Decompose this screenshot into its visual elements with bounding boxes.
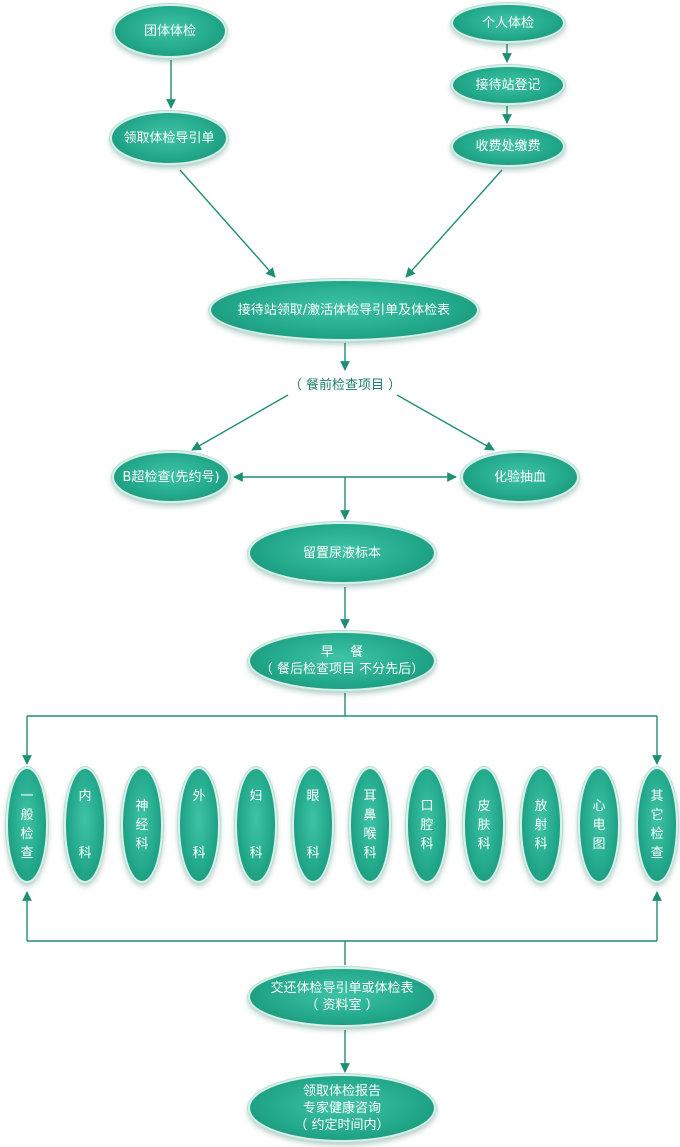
- dept-char: 科: [249, 846, 263, 861]
- dept-char: 科: [135, 836, 149, 852]
- dept-char: 皮: [477, 798, 491, 814]
- personal-checkup-node: 个人体检: [451, 3, 565, 43]
- breakfast-title: 早 餐: [320, 645, 364, 660]
- return-forms-node: 交还体检导引单或体检表 （ 资料室 ）: [248, 967, 436, 1027]
- department-general-exam: 一 般 检 查: [6, 767, 48, 883]
- department-dermatology: 皮 肤 科: [463, 767, 505, 883]
- arrow-premeal-to-ultrasound: [191, 394, 289, 451]
- dept-char: 般: [20, 808, 34, 823]
- department-neurology: 神 经 科: [121, 767, 163, 883]
- dept-char: 科: [363, 846, 377, 861]
- department-surgery: 外 科: [178, 767, 220, 883]
- dept-char: 查: [650, 846, 664, 861]
- arrow-guide-to-reception: [179, 169, 276, 278]
- line-breakfast-split: [27, 693, 346, 717]
- pre-meal-label: （ 餐前检查项目 ）: [288, 378, 402, 393]
- breakfast-subtitle: （ 餐后检查项目 不分先后）: [259, 662, 425, 677]
- dept-char: 经: [135, 817, 149, 833]
- dept-char: 神: [135, 798, 149, 814]
- urine-sample-node: 留置尿液标本: [248, 522, 436, 584]
- dept-char: 它: [650, 808, 664, 823]
- urine-sample-label: 留置尿液标本: [302, 545, 381, 561]
- department-ophthalmology: 眼 科: [292, 767, 334, 883]
- group-checkup-label: 团体体检: [143, 23, 196, 39]
- dept-char: 心: [592, 798, 606, 814]
- blood-test-node: 化验抽血: [461, 451, 579, 503]
- dept-char: 科: [420, 836, 434, 852]
- dept-char: 射: [534, 817, 548, 833]
- ultrasound-node: B超检查(先约号): [112, 451, 230, 503]
- dept-char: 放: [534, 798, 548, 814]
- personal-checkup-label: 个人体检: [481, 15, 534, 31]
- dept-char: 内: [78, 789, 92, 804]
- arrow-cashier-to-reception: [405, 169, 503, 278]
- reception-activate-label: 接待站领取/激活体检导引单及体检表: [237, 302, 451, 318]
- department-ecg: 心 电 图: [578, 767, 620, 883]
- dept-char: 科: [534, 836, 548, 852]
- dept-char: 查: [20, 846, 34, 861]
- dept-char: 科: [306, 846, 320, 861]
- return-forms-title: 交还体检导引单或体检表: [270, 981, 414, 996]
- blood-test-label: 化验抽血: [493, 469, 546, 485]
- dept-char: 喉: [363, 827, 377, 842]
- dept-char: 科: [192, 846, 206, 861]
- department-other-exams: 其 它 检 查: [636, 767, 678, 883]
- cashier-node: 收费处缴费: [451, 126, 565, 167]
- reception-register-node: 接待站登记: [451, 65, 565, 105]
- dept-char: 肤: [477, 817, 491, 833]
- dept-char: 腔: [420, 817, 434, 833]
- get-group-guide-label: 领取体检导引单: [123, 130, 215, 146]
- dept-char: 鼻: [363, 808, 377, 823]
- get-report-node: 领取体检报告 专家健康咨询 （ 约定时间内）: [248, 1074, 436, 1142]
- dept-char: 检: [20, 827, 34, 842]
- department-internal-medicine: 内 科: [64, 767, 106, 883]
- dept-char: 电: [592, 817, 606, 833]
- department-dental: 口 腔 科: [406, 767, 448, 883]
- department-radiology: 放 射 科: [520, 767, 562, 883]
- line-return-left: [27, 940, 346, 965]
- get-report-line2: 专家健康咨询: [302, 1100, 381, 1116]
- ultrasound-label: B超检查(先约号): [122, 469, 220, 485]
- dept-char: 耳: [363, 789, 377, 804]
- get-group-guide-node: 领取体检导引单: [110, 111, 228, 165]
- get-report-line1: 领取体检报告: [302, 1083, 381, 1099]
- dept-char: 妇: [249, 789, 263, 804]
- department-gynecology: 妇 科: [235, 767, 277, 883]
- return-forms-subtitle: （ 资料室 ）: [305, 998, 379, 1013]
- dept-char: 其: [650, 789, 664, 804]
- breakfast-node: 早 餐 （ 餐后检查项目 不分先后）: [248, 631, 436, 691]
- dept-char: 科: [477, 836, 491, 852]
- reception-activate-node: 接待站领取/激活体检导引单及体检表: [209, 279, 479, 341]
- dept-char: 图: [592, 836, 606, 852]
- dept-char: 检: [650, 827, 664, 842]
- dept-char: 眼: [306, 789, 320, 804]
- dept-char: 口: [420, 798, 434, 814]
- dept-char: 科: [78, 846, 92, 861]
- department-ent: 耳 鼻 喉 科: [349, 767, 391, 883]
- arrow-premeal-to-blood: [396, 394, 495, 451]
- get-report-line3: （ 约定时间内）: [294, 1117, 390, 1133]
- reception-register-label: 接待站登记: [475, 77, 541, 93]
- dept-char: 一: [20, 789, 34, 804]
- cashier-label: 收费处缴费: [475, 139, 541, 154]
- dept-char: 外: [192, 789, 206, 804]
- group-checkup-node: 团体体检: [113, 4, 227, 58]
